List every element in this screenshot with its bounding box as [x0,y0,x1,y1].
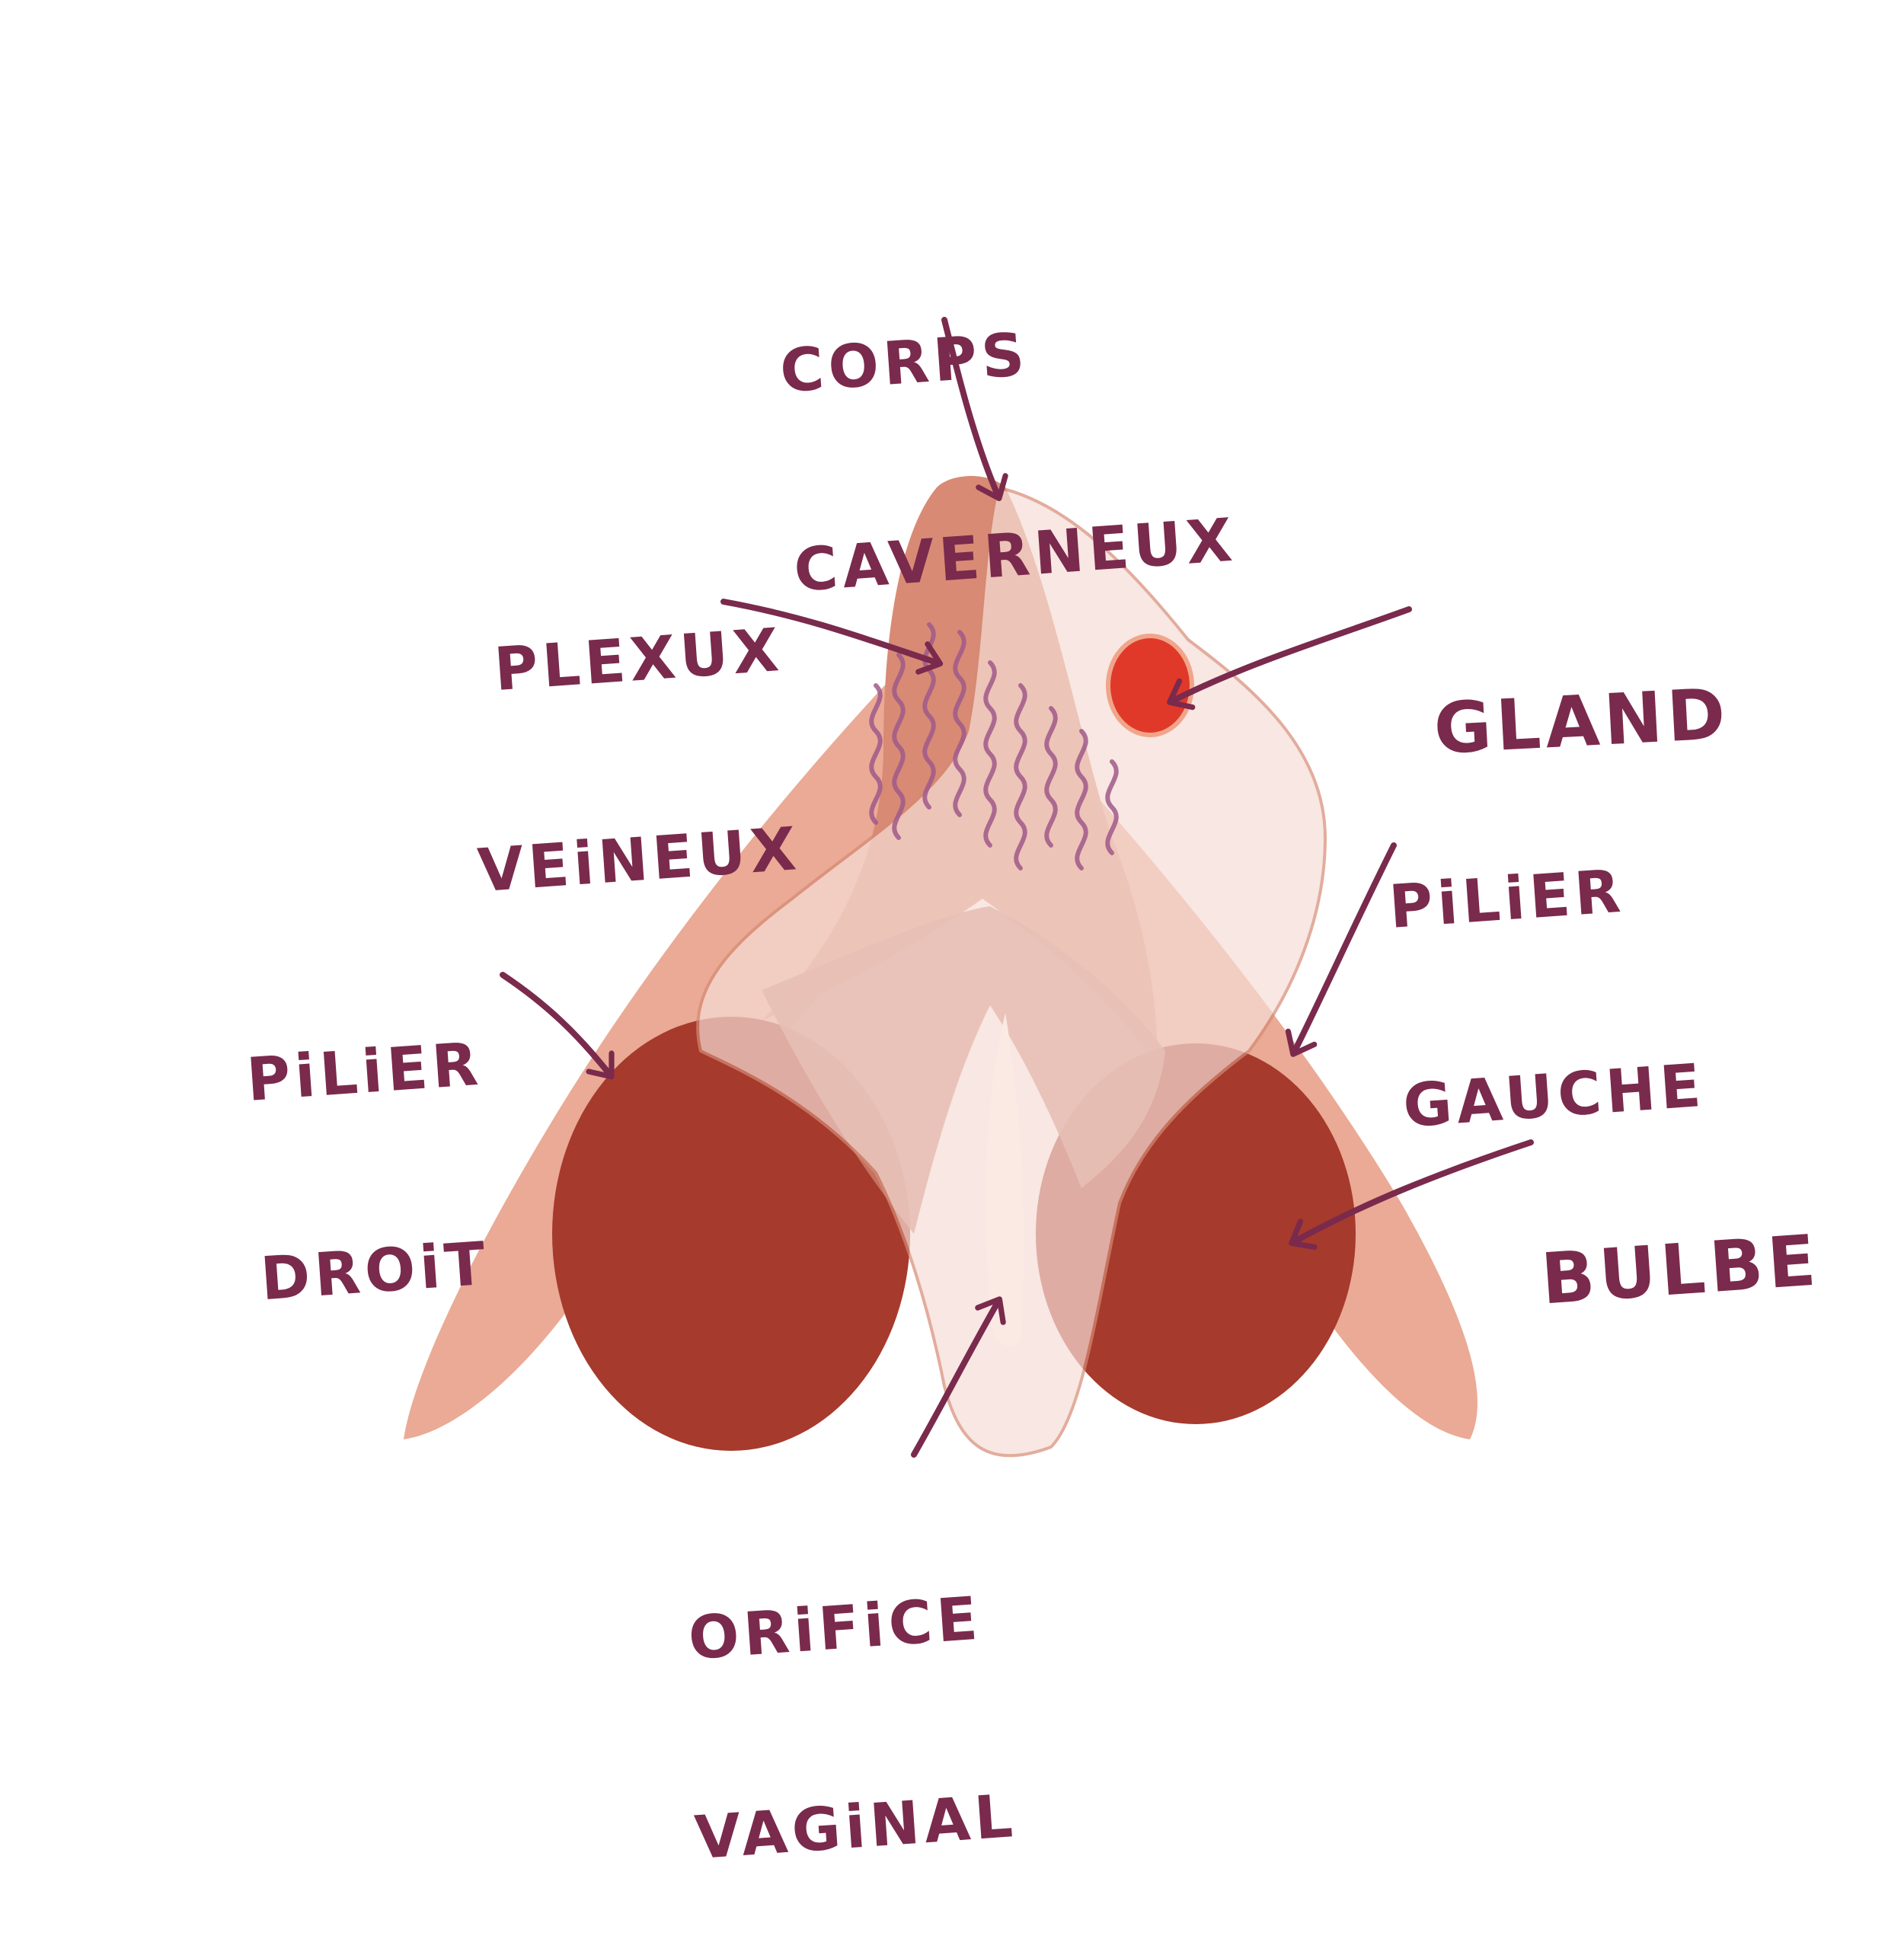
label-corps-caverneux: CORPS CAVERNEUX [768,175,1243,671]
label-plexux-veineux: PLEXUX VEiNEUX [452,484,807,972]
label-line: CORPS [778,308,1225,406]
label-line: CAVERNEUX [792,507,1239,605]
label-line: VAGiNAL [693,1784,1020,1873]
label-orifice-vaginal: ORiFiCE VAGiNAL [669,1452,1024,1939]
label-line: VEiNEUX [476,816,803,906]
arrow-icon [503,975,609,1074]
label-line: ORiFiCE [679,1584,1005,1673]
label-line: BULBE [1538,1221,1823,1318]
label-line: PLEXUX [462,617,788,706]
label-line: PiLiER [244,1031,484,1114]
label-pilier-droit: PiLiER DROiT [235,899,503,1380]
label-line: PiLiER [1387,854,1693,941]
label-bulbe: BULBE [1528,1065,1828,1398]
label-line: DROiT [259,1231,499,1314]
gland-shape [1108,636,1192,735]
